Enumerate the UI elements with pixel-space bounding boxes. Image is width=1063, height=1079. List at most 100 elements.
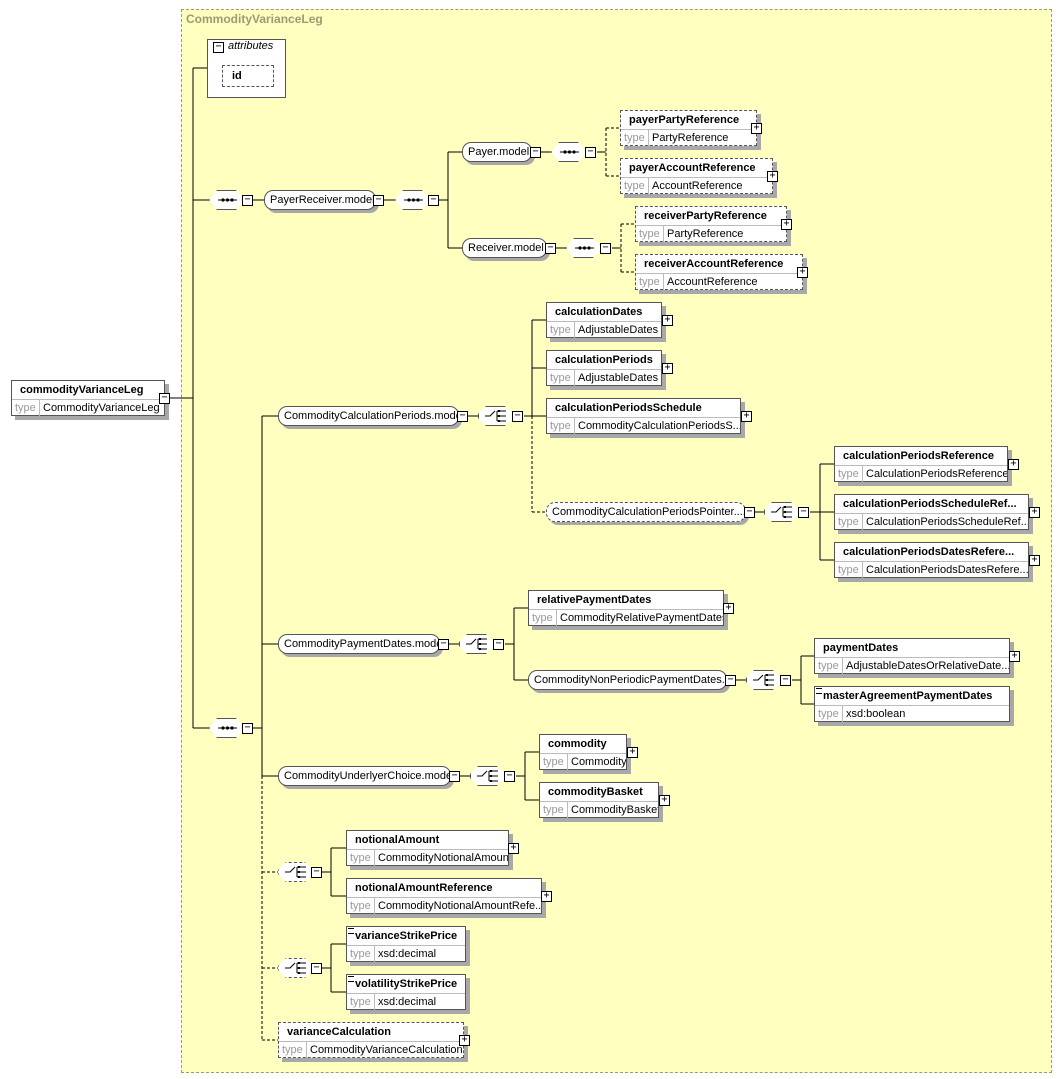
collapse-toggle-icon[interactable]: −: [512, 411, 523, 422]
collapse-toggle-icon[interactable]: −: [213, 42, 224, 53]
group-commodity-calculation-periods-model[interactable]: CommodityCalculationPeriods.model: [278, 406, 464, 426]
collapse-toggle-icon[interactable]: −: [242, 195, 253, 206]
sequence-compositor-icon[interactable]: [566, 238, 601, 258]
expand-toggle-icon[interactable]: +: [1008, 459, 1019, 470]
type-key: type: [529, 610, 557, 626]
expand-toggle-icon[interactable]: +: [741, 411, 752, 422]
collapse-toggle-icon[interactable]: −: [504, 771, 515, 782]
simple-content-icon: [348, 928, 354, 934]
collapse-toggle-icon[interactable]: −: [493, 639, 504, 650]
expand-toggle-icon[interactable]: +: [1029, 555, 1040, 566]
type-key: type: [621, 130, 649, 146]
collapse-toggle-icon[interactable]: −: [311, 963, 322, 974]
choice-compositor-icon[interactable]: [746, 670, 781, 690]
collapse-toggle-icon[interactable]: −: [428, 195, 439, 206]
group-receiver-model[interactable]: Receiver.model: [462, 238, 547, 258]
choice-compositor-icon[interactable]: [278, 958, 313, 978]
element-type: xsd:decimal: [378, 948, 437, 960]
attribute-id[interactable]: id: [222, 65, 274, 87]
collapse-toggle-icon[interactable]: −: [449, 771, 460, 782]
collapse-toggle-icon[interactable]: −: [530, 147, 541, 158]
choice-compositor-icon[interactable]: [470, 766, 505, 786]
collapse-toggle-icon[interactable]: −: [600, 243, 611, 254]
expand-toggle-icon[interactable]: +: [662, 315, 673, 326]
collapse-toggle-icon[interactable]: −: [438, 639, 449, 650]
collapse-toggle-icon[interactable]: −: [780, 675, 791, 686]
expand-toggle-icon[interactable]: +: [541, 891, 552, 902]
element-name: notionalAmountReference: [347, 879, 541, 898]
choice-compositor-icon[interactable]: [278, 862, 313, 882]
expand-toggle-icon[interactable]: +: [508, 843, 519, 854]
expand-toggle-icon[interactable]: +: [751, 123, 762, 134]
collapse-toggle-icon[interactable]: −: [545, 243, 556, 254]
collapse-toggle-icon[interactable]: −: [725, 675, 736, 686]
expand-toggle-icon[interactable]: +: [1029, 507, 1040, 518]
element-name: calculationPeriodsScheduleRef...: [835, 495, 1028, 514]
type-key: type: [815, 658, 843, 674]
expand-toggle-icon[interactable]: +: [662, 363, 673, 374]
element-type: AccountReference: [652, 180, 743, 192]
choice-compositor-icon[interactable]: [764, 502, 799, 522]
element-type: AdjustableDatesOrRelativeDate...: [846, 660, 1009, 672]
sequence-compositor-icon[interactable]: [209, 190, 244, 210]
sequence-compositor-icon[interactable]: [551, 142, 586, 162]
collapse-toggle-icon[interactable]: −: [457, 411, 468, 422]
group-payer-receiver-model[interactable]: PayerReceiver.model: [264, 190, 376, 210]
collapse-toggle-icon[interactable]: −: [373, 195, 384, 206]
element-type: CommodityNotionalAmount: [378, 852, 508, 864]
element-name: varianceCalculation: [279, 1023, 463, 1042]
element-name: receiverPartyReference: [636, 207, 786, 226]
element-name: calculationPeriodsDatesRefere...: [835, 543, 1028, 562]
type-key: type: [636, 226, 664, 242]
expand-toggle-icon[interactable]: +: [627, 747, 638, 758]
collapse-toggle-icon[interactable]: −: [242, 723, 253, 734]
group-commodity-non-periodic-payment-dates[interactable]: CommodityNonPeriodicPaymentDates...: [528, 670, 731, 690]
expand-toggle-icon[interactable]: +: [459, 1035, 470, 1046]
type-key: type: [835, 562, 863, 578]
expand-toggle-icon[interactable]: +: [1009, 651, 1020, 662]
collapse-toggle-icon[interactable]: −: [798, 507, 809, 518]
expand-toggle-icon[interactable]: +: [767, 171, 778, 182]
expand-toggle-icon[interactable]: +: [723, 603, 734, 614]
collapse-toggle-icon[interactable]: −: [744, 507, 755, 518]
group-payer-model[interactable]: Payer.model: [462, 142, 532, 162]
element-name: calculationPeriodsReference: [835, 447, 1007, 466]
type-key: type: [636, 274, 664, 290]
element-name: calculationDates: [547, 303, 661, 322]
group-commodity-calculation-periods-pointer[interactable]: CommodityCalculationPeriodsPointer....: [546, 502, 746, 522]
collapse-toggle-icon[interactable]: −: [159, 393, 170, 404]
collapse-toggle-icon[interactable]: −: [311, 867, 322, 878]
expand-toggle-icon[interactable]: +: [659, 795, 670, 806]
type-key: type: [835, 466, 863, 482]
choice-compositor-icon[interactable]: [478, 406, 513, 426]
group-commodity-payment-dates-model[interactable]: CommodityPaymentDates.model: [278, 634, 445, 654]
group-commodity-underlyer-choice-model[interactable]: CommodityUnderlyerChoice.model: [278, 766, 455, 786]
expand-toggle-icon[interactable]: +: [797, 267, 808, 278]
expand-toggle-icon[interactable]: +: [781, 219, 792, 230]
collapse-toggle-icon[interactable]: −: [585, 147, 596, 158]
element-type: PartyReference: [652, 132, 729, 144]
choice-compositor-icon[interactable]: [459, 634, 494, 654]
